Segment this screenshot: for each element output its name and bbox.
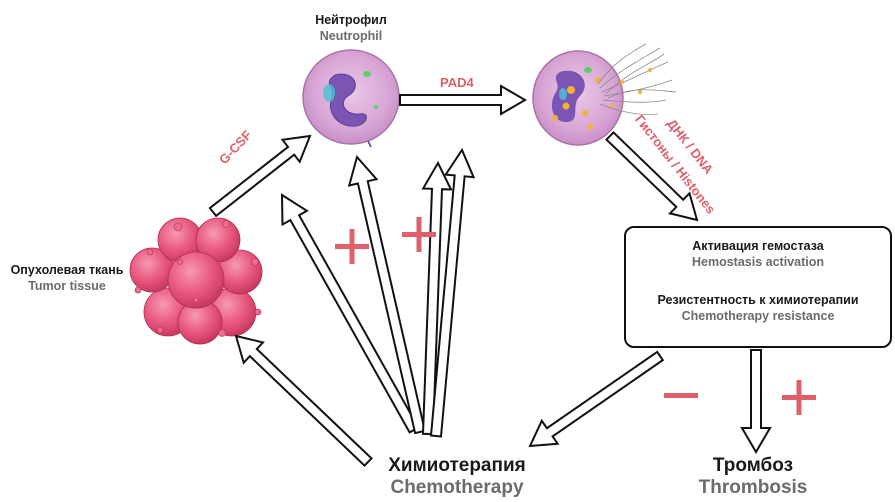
plus-sign-3	[782, 380, 816, 415]
arrow-chemo-to-neutrophil-3	[421, 160, 453, 436]
thrombosis-label-ru: Тромбоз	[712, 455, 794, 476]
hemostasis-label-en: Hemostasis activation	[692, 255, 824, 269]
neutrophil-label: Нейтрофил Neutrophil	[301, 12, 401, 44]
tumor-tissue-icon	[129, 217, 263, 345]
neutrophil-label-ru: Нейтрофил	[315, 13, 387, 27]
arrow-chemo-to-neutrophil-1	[280, 193, 420, 434]
resistance-label-en: Chemotherapy resistance	[681, 309, 835, 323]
net-cell-icon	[532, 43, 677, 146]
chemotherapy-label-ru: Химиотерапия	[388, 455, 526, 476]
neutrophil-cell-icon	[302, 49, 400, 148]
arrow-tumor-to-neutrophil	[208, 134, 312, 218]
arrow-box-to-chemo	[528, 350, 665, 448]
arrow-chemo-to-neutrophil-2	[347, 154, 427, 435]
outcome-box: Активация гемостаза Hemostasis activatio…	[624, 226, 892, 348]
pad4-label: PAD4	[440, 75, 474, 90]
neutrophil-label-en: Neutrophil	[319, 29, 383, 43]
arrow-box-to-thrombosis	[740, 349, 772, 454]
plus-sign-2	[402, 217, 436, 252]
arrow-chemo-to-tumor	[234, 334, 373, 468]
tumor-label-en: Tumor tissue	[28, 279, 106, 293]
thrombosis-label-en: Thrombosis	[698, 477, 808, 498]
minus-sign	[664, 393, 698, 398]
plus-sign-1	[335, 229, 369, 264]
resistance-label-ru: Резистентность к химиотерапии	[657, 293, 859, 307]
hemostasis-label-ru: Активация гемостаза	[692, 239, 824, 253]
tumor-label-ru: Опухолевая ткань	[10, 263, 124, 277]
arrow-pad4	[399, 84, 527, 116]
arrow-chemo-to-neutrophil-4	[429, 147, 476, 438]
thrombosis-label: Тромбоз Thrombosis	[688, 455, 818, 499]
arrow-net-to-box	[605, 130, 699, 222]
chemotherapy-label: Химиотерапия Chemotherapy	[372, 455, 542, 499]
tumor-label: Опухолевая ткань Tumor tissue	[4, 262, 130, 294]
chemotherapy-label-en: Chemotherapy	[390, 477, 524, 498]
dna-strands-icon	[597, 43, 677, 115]
